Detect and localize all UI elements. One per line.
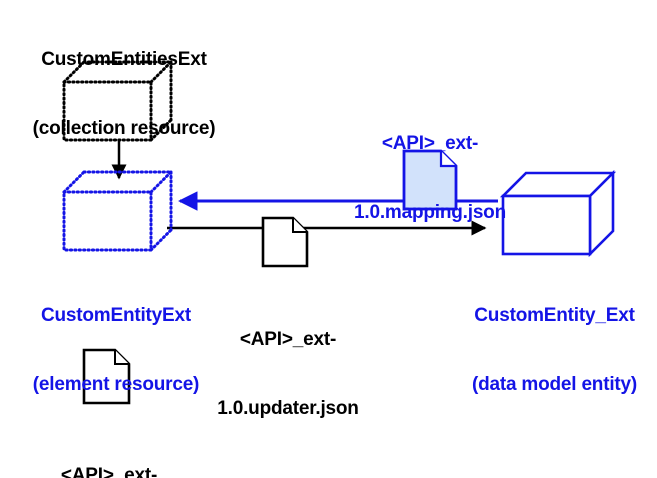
cube-data-model-entity (499, 169, 617, 258)
cube-element-resource (62, 170, 173, 252)
label-mapping-json: <API>_ext- 1.0.mapping.json (330, 86, 530, 270)
document-schema-json (82, 348, 131, 405)
label-mapping-json-line2: 1.0.mapping.json (354, 202, 506, 223)
label-collection-resource-line2: (collection resource) (32, 118, 216, 139)
label-updater-json: <API>_ext- 1.0.updater.json (193, 282, 383, 466)
document-mapping-json (402, 149, 458, 211)
label-data-model-entity-line1: CustomEntity_Ext (474, 305, 635, 326)
label-schema-json: <API>_ext- 1.0.schema.json (14, 418, 204, 478)
label-data-model-entity-line2: (data model entity) (471, 374, 638, 395)
label-element-resource-line2: (element resource) (32, 374, 200, 395)
label-element-resource: CustomEntityExt (element resource) (0, 258, 232, 442)
label-element-resource-line1: CustomEntityExt (40, 305, 192, 326)
label-schema-json-line1: <API>_ext- (60, 465, 158, 478)
cube-collection-resource (62, 60, 173, 142)
label-data-model-entity: CustomEntity_Ext (data model entity) (452, 258, 657, 442)
label-collection-resource-line1: CustomEntitiesExt (41, 49, 207, 70)
label-updater-json-line1: <API>_ext- (239, 329, 337, 350)
label-collection-resource: CustomEntitiesExt (collection resource) (0, 2, 248, 186)
label-mapping-json-line1: <API>_ext- (381, 133, 479, 154)
document-updater-json (261, 216, 309, 268)
label-updater-json-line2: 1.0.updater.json (217, 398, 359, 419)
